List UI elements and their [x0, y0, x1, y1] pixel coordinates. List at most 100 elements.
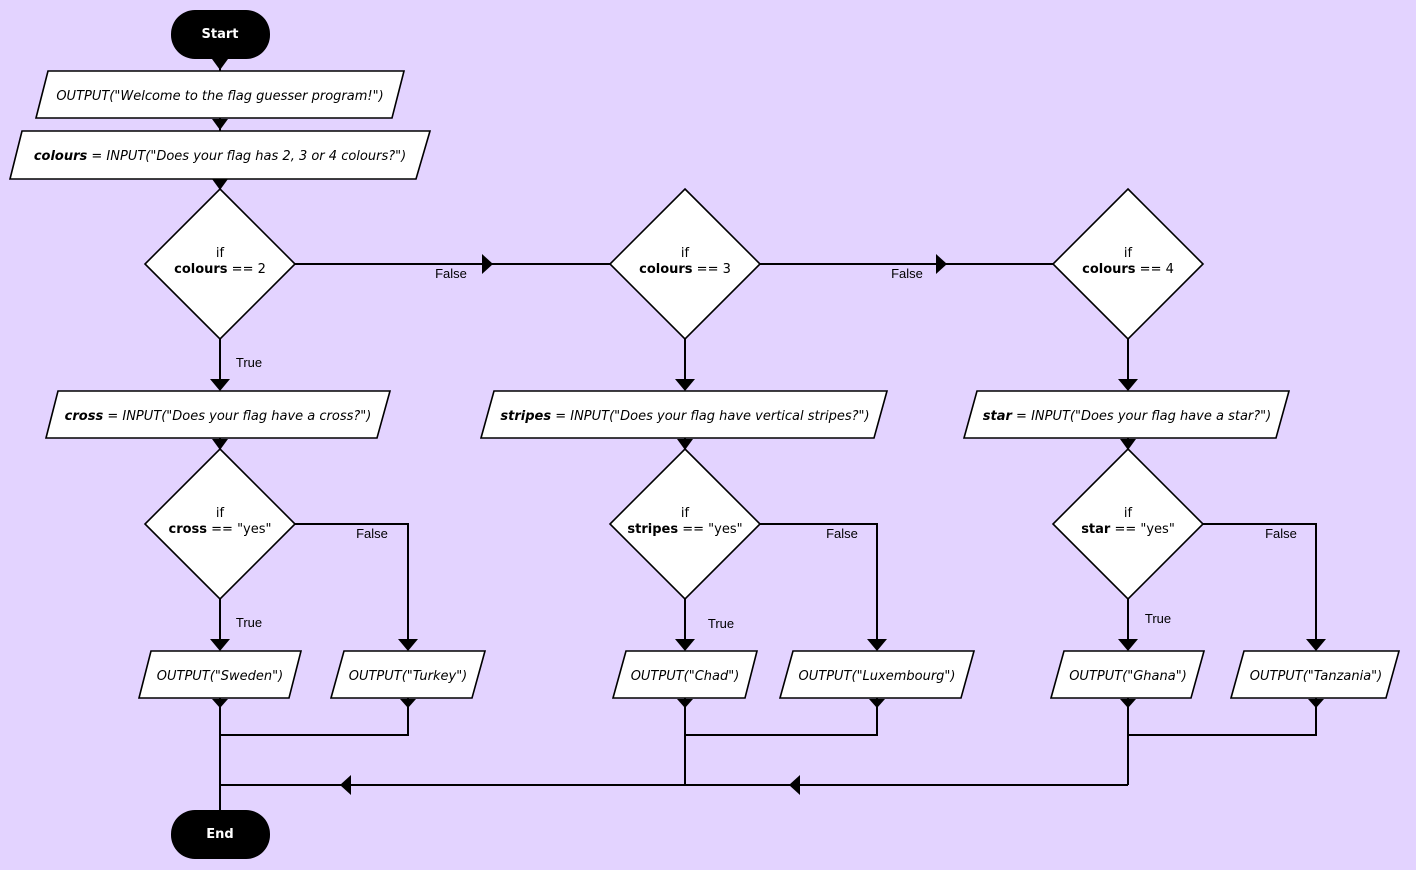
- start-terminal: Start: [171, 10, 270, 59]
- var-name: colours: [34, 149, 88, 164]
- arrow-icon: [677, 699, 693, 708]
- io-rest: = INPUT("Does your flag has 2, 3 or 4 co…: [87, 149, 406, 164]
- io-star: star = INPUT("Does your flag have a star…: [962, 390, 1291, 439]
- arrow-icon: [212, 59, 228, 70]
- edge-cross-false: [295, 523, 409, 642]
- var-name: colours: [1082, 262, 1136, 277]
- decision-colours-3: if colours == 3: [608, 187, 762, 341]
- true-label: True: [708, 616, 734, 631]
- io-welcome: OUTPUT("Welcome to the flag guesser prog…: [34, 70, 406, 119]
- var-name: cross: [168, 522, 207, 537]
- io-sweden-text: OUTPUT("Sweden"): [157, 669, 283, 684]
- decision-condition: colours == 4: [1082, 262, 1174, 277]
- arrow-icon: [212, 119, 228, 130]
- decision-cross: if cross == "yes": [143, 447, 297, 601]
- io-stripes: stripes = INPUT("Does your flag have ver…: [479, 390, 889, 439]
- arrow-left-icon: [340, 775, 351, 795]
- arrow-icon: [1118, 379, 1138, 391]
- var-name: colours: [174, 262, 228, 277]
- arrow-icon: [1118, 639, 1138, 651]
- io-cross-text: cross = INPUT("Does your flag have a cro…: [65, 409, 372, 424]
- decision-keyword: if: [1124, 246, 1133, 261]
- var-name: star: [983, 409, 1014, 424]
- connectors: [219, 58, 1317, 810]
- decision-condition: colours == 3: [639, 262, 731, 277]
- decision-stripes: if stripes == "yes": [608, 447, 762, 601]
- decision-colours-2: if colours == 2: [143, 187, 297, 341]
- io-chad-text: OUTPUT("Chad"): [631, 669, 740, 684]
- edge-labels: False False True False False False True …: [236, 266, 1297, 631]
- decision-condition: colours == 2: [174, 262, 266, 277]
- decision-condition: star == "yes": [1081, 522, 1175, 537]
- edge-star-false: [1203, 523, 1317, 642]
- condition-rest: == 3: [693, 262, 731, 277]
- decision-keyword: if: [216, 246, 225, 261]
- arrowheads: [210, 59, 1326, 795]
- io-ghana: OUTPUT("Ghana"): [1049, 650, 1206, 699]
- arrow-icon: [677, 439, 693, 450]
- arrow-icon: [869, 699, 885, 708]
- io-turkey-text: OUTPUT("Turkey"): [349, 669, 468, 684]
- io-colours-text: colours = INPUT("Does your flag has 2, 3…: [34, 149, 406, 164]
- io-colours: colours = INPUT("Does your flag has 2, 3…: [8, 130, 432, 180]
- arrow-icon: [400, 699, 416, 708]
- arrow-icon: [1120, 699, 1136, 708]
- var-name: colours: [639, 262, 693, 277]
- arrow-right-icon: [482, 254, 493, 274]
- condition-rest: == "yes": [207, 522, 271, 537]
- arrow-icon: [210, 379, 230, 391]
- decision-keyword: if: [216, 506, 225, 521]
- decision-star: if star == "yes": [1051, 447, 1205, 601]
- arrow-icon: [210, 639, 230, 651]
- arrow-left-icon: [789, 775, 800, 795]
- decision-keyword: if: [681, 246, 690, 261]
- io-luxembourg-text: OUTPUT("Luxembourg"): [799, 669, 956, 684]
- arrow-right-icon: [936, 254, 947, 274]
- condition-rest: == 4: [1136, 262, 1174, 277]
- decision-keyword: if: [1124, 506, 1133, 521]
- io-ghana-text: OUTPUT("Ghana"): [1069, 669, 1187, 684]
- var-name: stripes: [627, 522, 678, 537]
- true-label: True: [236, 615, 262, 630]
- end-label: End: [206, 827, 233, 842]
- var-name: stripes: [500, 409, 551, 424]
- end-terminal: End: [171, 810, 270, 859]
- condition-rest: == 2: [228, 262, 266, 277]
- edge-turkey-merge: [220, 698, 409, 736]
- io-tanzania-text: OUTPUT("Tanzania"): [1250, 669, 1382, 684]
- arrow-icon: [212, 179, 228, 190]
- arrow-icon: [212, 699, 228, 708]
- io-cross: cross = INPUT("Does your flag have a cro…: [44, 390, 392, 439]
- edge-tanzania-merge: [1128, 698, 1317, 736]
- arrow-icon: [1120, 439, 1136, 450]
- arrow-icon: [675, 379, 695, 391]
- arrow-icon: [1308, 699, 1324, 708]
- decision-keyword: if: [681, 506, 690, 521]
- io-welcome-text: OUTPUT("Welcome to the flag guesser prog…: [56, 89, 383, 104]
- condition-rest: == "yes": [678, 522, 742, 537]
- arrow-icon: [398, 639, 418, 651]
- false-label: False: [356, 526, 388, 541]
- var-name: star: [1081, 522, 1111, 537]
- io-tanzania: OUTPUT("Tanzania"): [1229, 650, 1401, 699]
- io-sweden: OUTPUT("Sweden"): [137, 650, 303, 699]
- arrow-icon: [675, 639, 695, 651]
- true-label: True: [1145, 611, 1171, 626]
- false-label: False: [891, 266, 923, 281]
- false-label: False: [1265, 526, 1297, 541]
- io-rest: = INPUT("Does your flag have a cross?"): [103, 409, 371, 424]
- false-label: False: [435, 266, 467, 281]
- true-label: True: [236, 355, 262, 370]
- io-rest: = INPUT("Does your flag have a star?"): [1012, 409, 1271, 424]
- arrow-icon: [867, 639, 887, 651]
- arrow-icon: [1306, 639, 1326, 651]
- decision-colours-4: if colours == 4: [1051, 187, 1205, 341]
- arrow-icon: [212, 439, 228, 450]
- edge-stripes-false: [760, 523, 878, 642]
- false-label: False: [826, 526, 858, 541]
- start-label: Start: [202, 27, 239, 42]
- io-stripes-text: stripes = INPUT("Does your flag have ver…: [500, 409, 869, 424]
- io-luxembourg: OUTPUT("Luxembourg"): [778, 650, 976, 699]
